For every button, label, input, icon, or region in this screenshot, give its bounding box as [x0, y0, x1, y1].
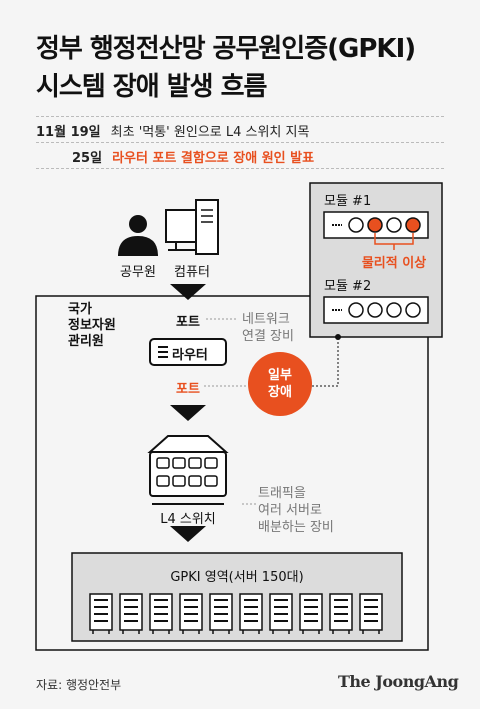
server-icon — [359, 593, 383, 634]
router-desc-line-1: 네트워크 — [242, 312, 290, 327]
l4-description: 트래픽을 여러 서버로 배분하는 장비 — [258, 485, 334, 536]
partial-fault-line-2: 장애 — [268, 385, 292, 400]
l4-switch-label: L4 스위치 — [160, 512, 216, 527]
institution-label: 국가 정보자원 관리원 — [68, 302, 116, 350]
server-icon — [209, 593, 233, 634]
official-person-icon — [118, 215, 158, 256]
server-icon — [89, 593, 113, 634]
router-port-top-label: 포트 — [176, 315, 200, 330]
l4-switch-icon — [147, 435, 229, 505]
timeline-row-2: 25일 라우터 포트 결함으로 장애 원인 발표 — [72, 147, 314, 166]
source-label: 자료: 행정안전부 — [36, 678, 122, 692]
timeline-row-1: 11월 19일 최초 '먹통' 원인으로 L4 스위치 지목 — [36, 121, 309, 140]
computer-icon — [165, 199, 219, 255]
timeline-date-2: 25일 — [72, 151, 103, 166]
timeline-text-2: 라우터 포트 결함으로 장애 원인 발표 — [112, 151, 315, 166]
institution-line-3: 관리원 — [68, 334, 104, 349]
router-desc-line-2: 연결 장비 — [242, 329, 294, 344]
timeline-divider-bottom — [36, 168, 444, 169]
router-box — [149, 338, 227, 366]
timeline-divider-mid — [36, 142, 444, 143]
l4-desc-line-1: 트래픽을 — [258, 486, 306, 501]
title-line-2: 시스템 장애 발생 흐름 — [36, 72, 267, 102]
partial-fault-badge — [248, 352, 312, 416]
router-icon — [158, 346, 168, 358]
module-2-label: 모듈 #2 — [324, 279, 372, 294]
module-connector — [312, 337, 339, 387]
server-icon — [179, 593, 203, 634]
timeline-text-1: 최초 '먹통' 원인으로 L4 스위치 지목 — [110, 125, 310, 140]
institution-line-2: 정보자원 — [68, 318, 116, 333]
institution-boundary — [35, 295, 429, 651]
gpki-servers — [89, 593, 383, 634]
server-icon — [239, 593, 263, 634]
router-description: 네트워크 연결 장비 — [242, 311, 294, 345]
router-label: 라우터 — [172, 348, 208, 363]
partial-fault-line-1: 일부 — [268, 368, 292, 383]
server-icon — [119, 593, 143, 634]
defect-label: 물리적 이상 — [361, 256, 427, 271]
arrow-to-port — [170, 284, 206, 300]
module-2-ports — [332, 302, 421, 318]
computer-label: 컴퓨터 — [174, 265, 210, 280]
l4-desc-line-2: 여러 서버로 — [258, 503, 322, 518]
title-line-1: 정부 행정전산망 공무원인증(GPKI) — [36, 34, 416, 64]
server-icon — [149, 593, 173, 634]
server-icon — [329, 593, 353, 634]
official-label: 공무원 — [120, 265, 156, 280]
arrow-to-gpki — [170, 526, 206, 542]
partial-fault-label: 일부 장애 — [248, 367, 312, 401]
page-title: 정부 행정전산망 공무원인증(GPKI) 시스템 장애 발생 흐름 — [36, 30, 416, 106]
module-1-label: 모듈 #1 — [324, 194, 372, 209]
timeline-date-1: 11월 19일 — [36, 125, 101, 140]
router-port-bottom-label: 포트 — [176, 382, 200, 397]
module-connector-dot — [335, 334, 341, 340]
server-icon — [269, 593, 293, 634]
l4-desc-line-3: 배분하는 장비 — [258, 520, 334, 535]
timeline-divider-top — [36, 116, 444, 117]
gpki-label: GPKI 영역(서버 150대) — [170, 570, 304, 585]
module-1-ports — [332, 217, 421, 233]
server-icon — [299, 593, 323, 634]
arrow-to-l4 — [170, 405, 206, 421]
institution-line-1: 국가 — [68, 302, 92, 317]
brand-logo: The JoongAng — [338, 672, 459, 691]
